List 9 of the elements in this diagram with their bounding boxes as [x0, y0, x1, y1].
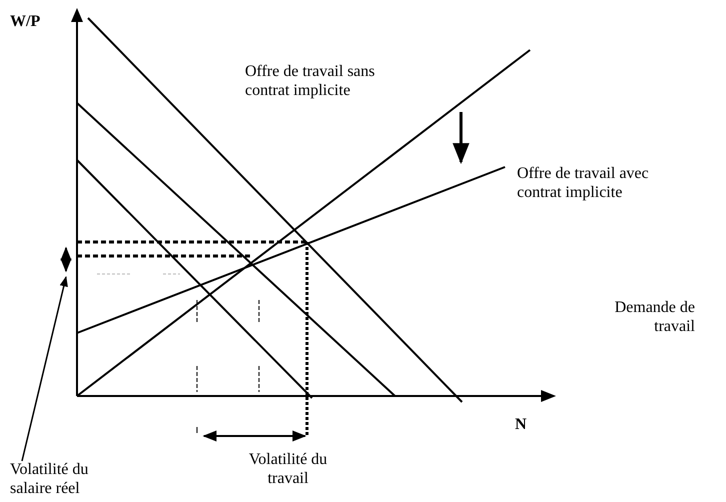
annotation: Volatilité du travail — [248, 450, 328, 488]
arrow — [21, 276, 68, 462]
curve-label: Offre de travail avec contrat implicite — [517, 164, 650, 202]
axis-label: N — [515, 415, 528, 434]
double-arrow — [60, 244, 72, 275]
curve-label: Offre de travail sans contrat implicite — [245, 62, 376, 100]
annotation: Volatilité du salaire réel — [10, 460, 130, 498]
axis-label: W/P — [10, 12, 42, 31]
curve-label: Demande de travail — [614, 298, 695, 336]
